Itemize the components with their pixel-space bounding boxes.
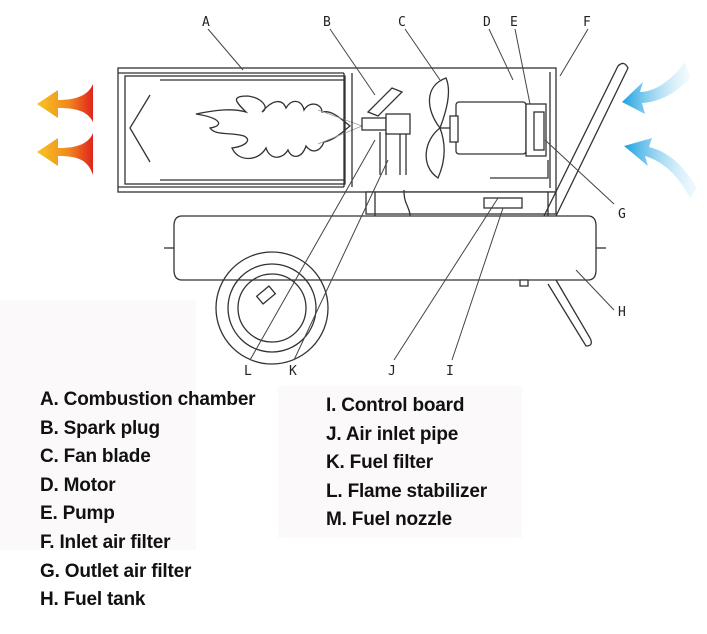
control-board: [483, 197, 523, 209]
combustion-chamber: [124, 75, 346, 185]
legend-item-g: G. Outlet air filter: [40, 560, 192, 582]
cold-air-arrow-lower: [624, 138, 697, 198]
callout-K: K: [289, 364, 297, 379]
cold-air-arrows: [622, 62, 697, 198]
callout-L: L: [244, 364, 252, 379]
legend-item-e: E. Pump: [40, 503, 115, 525]
handle: [543, 62, 629, 217]
legend-item-h: H. Fuel tank: [40, 589, 146, 611]
legend-item-j: J. Air inlet pipe: [326, 423, 459, 445]
hot-air-arrows: [37, 84, 93, 175]
flame-stabilizer: [129, 94, 151, 163]
wheel: [215, 251, 329, 365]
legend-item-m: M. Fuel nozzle: [326, 509, 452, 531]
callout-J: J: [388, 364, 396, 379]
motor: [455, 101, 527, 155]
callout-F: F: [583, 15, 591, 30]
legend-item-d: D. Motor: [40, 474, 116, 496]
legend-right: I. Control board J. Air inlet pipe K. Fu…: [326, 392, 487, 535]
hot-air-arrow-lower: [37, 133, 93, 175]
heater-diagram: A B C D E F G H L K J I: [37, 15, 697, 379]
legend-item-k: K. Fuel filter: [326, 452, 433, 474]
callout-I: I: [446, 364, 454, 379]
callout-B: B: [323, 15, 331, 30]
fuel-tank: [173, 215, 597, 281]
legend-item-b: B. Spark plug: [40, 417, 160, 439]
hot-air-arrow-upper: [37, 84, 93, 122]
legend-panel-right-bg: [278, 386, 522, 538]
legend-item-a: A. Combustion chamber: [40, 389, 256, 410]
leader-lines: [207, 28, 615, 361]
callout-H: H: [618, 305, 626, 320]
callout-D: D: [483, 15, 491, 30]
air-inlet-pipe: [403, 189, 411, 276]
callout-A: A: [202, 15, 210, 30]
legend-panel-left-bg: [0, 300, 196, 550]
callout-C: C: [398, 15, 406, 30]
legend-item-f: F. Inlet air filter: [40, 531, 171, 553]
fuel-nozzle: [361, 117, 387, 131]
legend-item-c: C. Fan blade: [40, 446, 151, 468]
fan-blade: [425, 77, 450, 179]
legend-left: A. Combustion chamber B. Spark plug C. F…: [40, 386, 256, 615]
callout-E: E: [510, 15, 518, 30]
legend-item-l: L. Flame stabilizer: [326, 480, 487, 502]
cold-air-arrow-upper: [622, 62, 690, 114]
callout-G: G: [618, 207, 626, 222]
legend-item-i: I. Control board: [326, 395, 465, 416]
spark-plug: [366, 87, 404, 117]
